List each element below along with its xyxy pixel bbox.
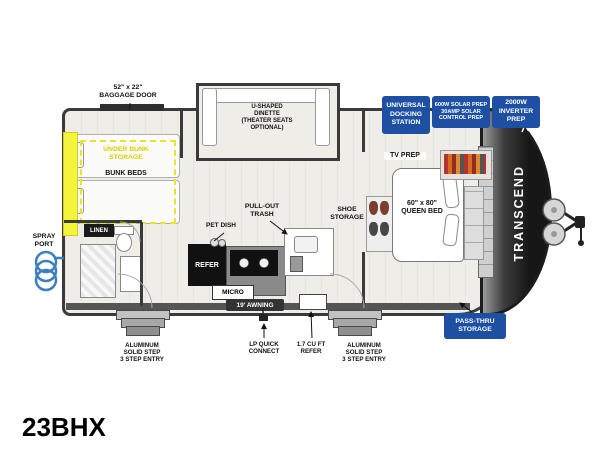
dinette-cushion-right: [315, 88, 330, 146]
awning-label: 19' AWNING: [226, 299, 284, 311]
lp-quick-connect-label: LP QUICK CONNECT: [248, 341, 280, 356]
shoe-icon: [369, 222, 378, 236]
hanging-clothes: [444, 154, 486, 174]
pull-out-trash-label: PULL-OUT TRASH: [244, 203, 280, 218]
bedroom-cabinet: [464, 186, 484, 260]
wall-bath-right: [140, 222, 143, 306]
pet-dish-label: PET DISH: [206, 222, 236, 229]
model-number: 23BHX: [22, 412, 106, 442]
linen-closet: LINEN: [84, 224, 114, 237]
bunk-highlight-strip: [63, 132, 78, 236]
kitchen-sink: [294, 236, 318, 253]
tv-prep-label: TV PREP: [384, 152, 426, 161]
step-entry-right-label: ALUMINUM SOLID STEP 3 STEP ENTRY: [342, 342, 386, 364]
callout-inverter-prep: 2000W INVERTER PREP: [492, 96, 540, 128]
baggage-door-label: 52" x 22" BAGGAGE DOOR: [99, 84, 157, 99]
wall-bath-top: [64, 220, 142, 223]
wall-bedroom-bottom: [362, 252, 365, 304]
outside-mini-refer: [299, 294, 327, 310]
callout-pass-thru: PASS-THRU STORAGE: [444, 313, 506, 339]
shoe-icon: [369, 201, 378, 215]
spray-port-label: SPRAY PORT: [32, 233, 56, 248]
wall-bedroom-top: [362, 108, 365, 152]
callout-universal-docking: UNIVERSAL DOCKING STATION: [382, 96, 430, 134]
baggage-door-marker: [100, 104, 164, 111]
stove-cooktop: [230, 250, 278, 276]
bunk-beds-label: BUNK BEDS: [105, 170, 147, 177]
trash-can: [290, 256, 303, 272]
step-entry-left-label: ALUMINUM SOLID STEP 3 STEP ENTRY: [120, 342, 164, 364]
dinette-label: U-SHAPED DINETTE (THEATER SEATS OPTIONAL…: [241, 104, 293, 131]
dinette-cushion-left: [202, 88, 217, 146]
transcend-logo-text: TRANSCEND: [512, 164, 526, 262]
micro-label: MICRO: [212, 285, 254, 300]
dinette-cushion-top: [202, 88, 330, 103]
transcend-logo: TRANSCEND: [512, 138, 526, 288]
shoe-icon: [380, 201, 389, 215]
refrigerator: REFER: [188, 244, 226, 286]
entry-steps-right: [338, 326, 372, 336]
bath-vanity: [120, 256, 142, 292]
shoe-icon: [380, 222, 389, 236]
mini-refer-label: 1.7 CU FT REFER: [296, 341, 326, 356]
queen-bed-label: 60" x 80" QUEEN BED: [401, 200, 443, 216]
callout-solar-prep: 600W SOLAR PREP 30AMP SOLAR CONTROL PREP: [432, 96, 490, 128]
shoe-storage-label: SHOE STORAGE: [330, 206, 364, 221]
toilet-bowl: [116, 233, 132, 252]
shower: [80, 244, 116, 298]
entry-steps-left: [126, 326, 160, 336]
wall-bunkroom: [180, 108, 183, 158]
spray-hose-icon: [34, 250, 64, 292]
under-bunk-storage-label: UNDER BUNK STORAGE: [103, 146, 149, 161]
pet-dish-icon: [218, 239, 226, 247]
